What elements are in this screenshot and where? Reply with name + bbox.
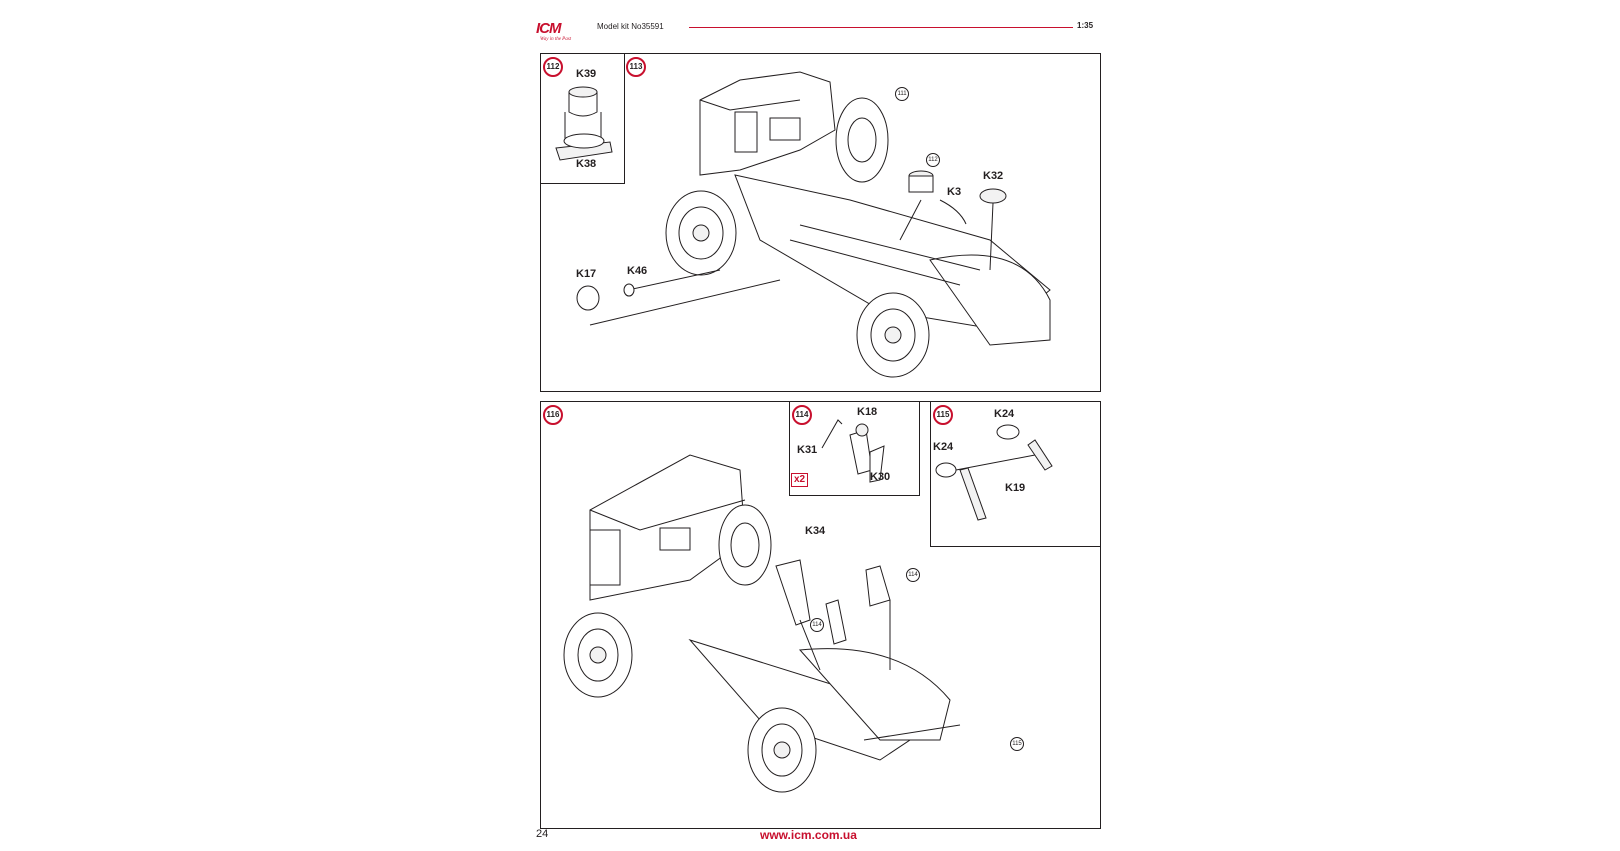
part-label-k30: K30 (870, 471, 891, 483)
ref-step-111: 111 (895, 87, 909, 101)
part-label-k24-b: K24 (933, 441, 954, 453)
k38-base-drawing (555, 133, 613, 161)
header-divider (689, 27, 1073, 28)
part-label-k32: K32 (983, 170, 1004, 182)
icm-logo: ICM Way in the Past (536, 20, 588, 48)
logo-brand: ICM (536, 20, 561, 37)
bracket-assembly-drawing (821, 419, 885, 483)
kit-title: Model kit No35591 (597, 22, 664, 31)
part-label-k38: K38 (576, 158, 597, 170)
quantity-badge: x2 (791, 473, 809, 487)
footer-url[interactable]: www.icm.com.ua (760, 828, 857, 842)
scale-label: 1:35 (1077, 21, 1094, 30)
step-116-badge: 116 (543, 405, 563, 425)
part-label-k18: K18 (857, 406, 878, 418)
logo-tagline: Way in the Past (540, 37, 572, 42)
ref-step-114-b: 114 (810, 618, 824, 632)
part-label-k39: K39 (576, 68, 597, 80)
part-label-k46: K46 (627, 265, 648, 277)
part-label-k17: K17 (576, 268, 597, 280)
step-112-badge: 112 (543, 57, 563, 77)
inset-step-115 (930, 401, 1101, 547)
ref-step-112: 112 (926, 153, 940, 167)
page-number: 24 (536, 828, 549, 840)
inset-step-112 (540, 53, 625, 184)
mirror-arm-drawing (935, 424, 1053, 521)
step-113-badge: 113 (626, 57, 646, 77)
part-label-k31: K31 (797, 444, 818, 456)
tractor-chassis-drawing-top (576, 71, 1051, 378)
k39-cylinder-drawing (564, 86, 602, 140)
ref-step-114-a: 114 (906, 568, 920, 582)
part-label-k19: K19 (1005, 482, 1026, 494)
part-label-k24-a: K24 (994, 408, 1015, 420)
step-114-badge: 114 (792, 405, 812, 425)
part-label-k34: K34 (805, 525, 826, 537)
step-115-badge: 115 (933, 405, 953, 425)
ref-step-115: 115 (1010, 737, 1024, 751)
tractor-chassis-drawing-bottom (563, 454, 961, 793)
part-label-k3: K3 (947, 186, 962, 198)
